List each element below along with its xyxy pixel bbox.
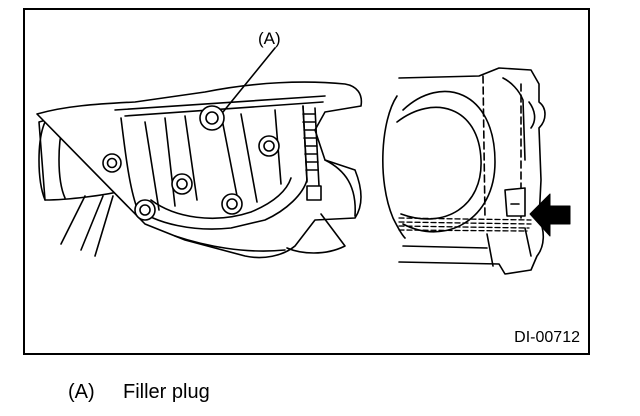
legend: (A) Filler plug: [68, 381, 210, 404]
bolt: [102, 153, 122, 173]
bolt: [258, 135, 280, 157]
bolt: [134, 199, 156, 221]
legend-key: (A): [68, 381, 95, 403]
callout-leader-line: [222, 47, 276, 113]
oil-level-section-drawing: [382, 67, 546, 275]
callout-label-a: (A): [258, 29, 281, 48]
filler-hole-arrow-icon: [529, 193, 571, 237]
bolt: [171, 173, 193, 195]
legend-label: Filler plug: [123, 381, 210, 403]
differential-housing-drawing: [36, 81, 363, 259]
differential-illustration: [36, 47, 571, 275]
illustration-frame: (A) DI-00712: [23, 8, 590, 355]
figure-id: DI-00712: [514, 329, 580, 346]
filler-plug-bolt: [199, 105, 225, 131]
bolt: [221, 193, 243, 215]
